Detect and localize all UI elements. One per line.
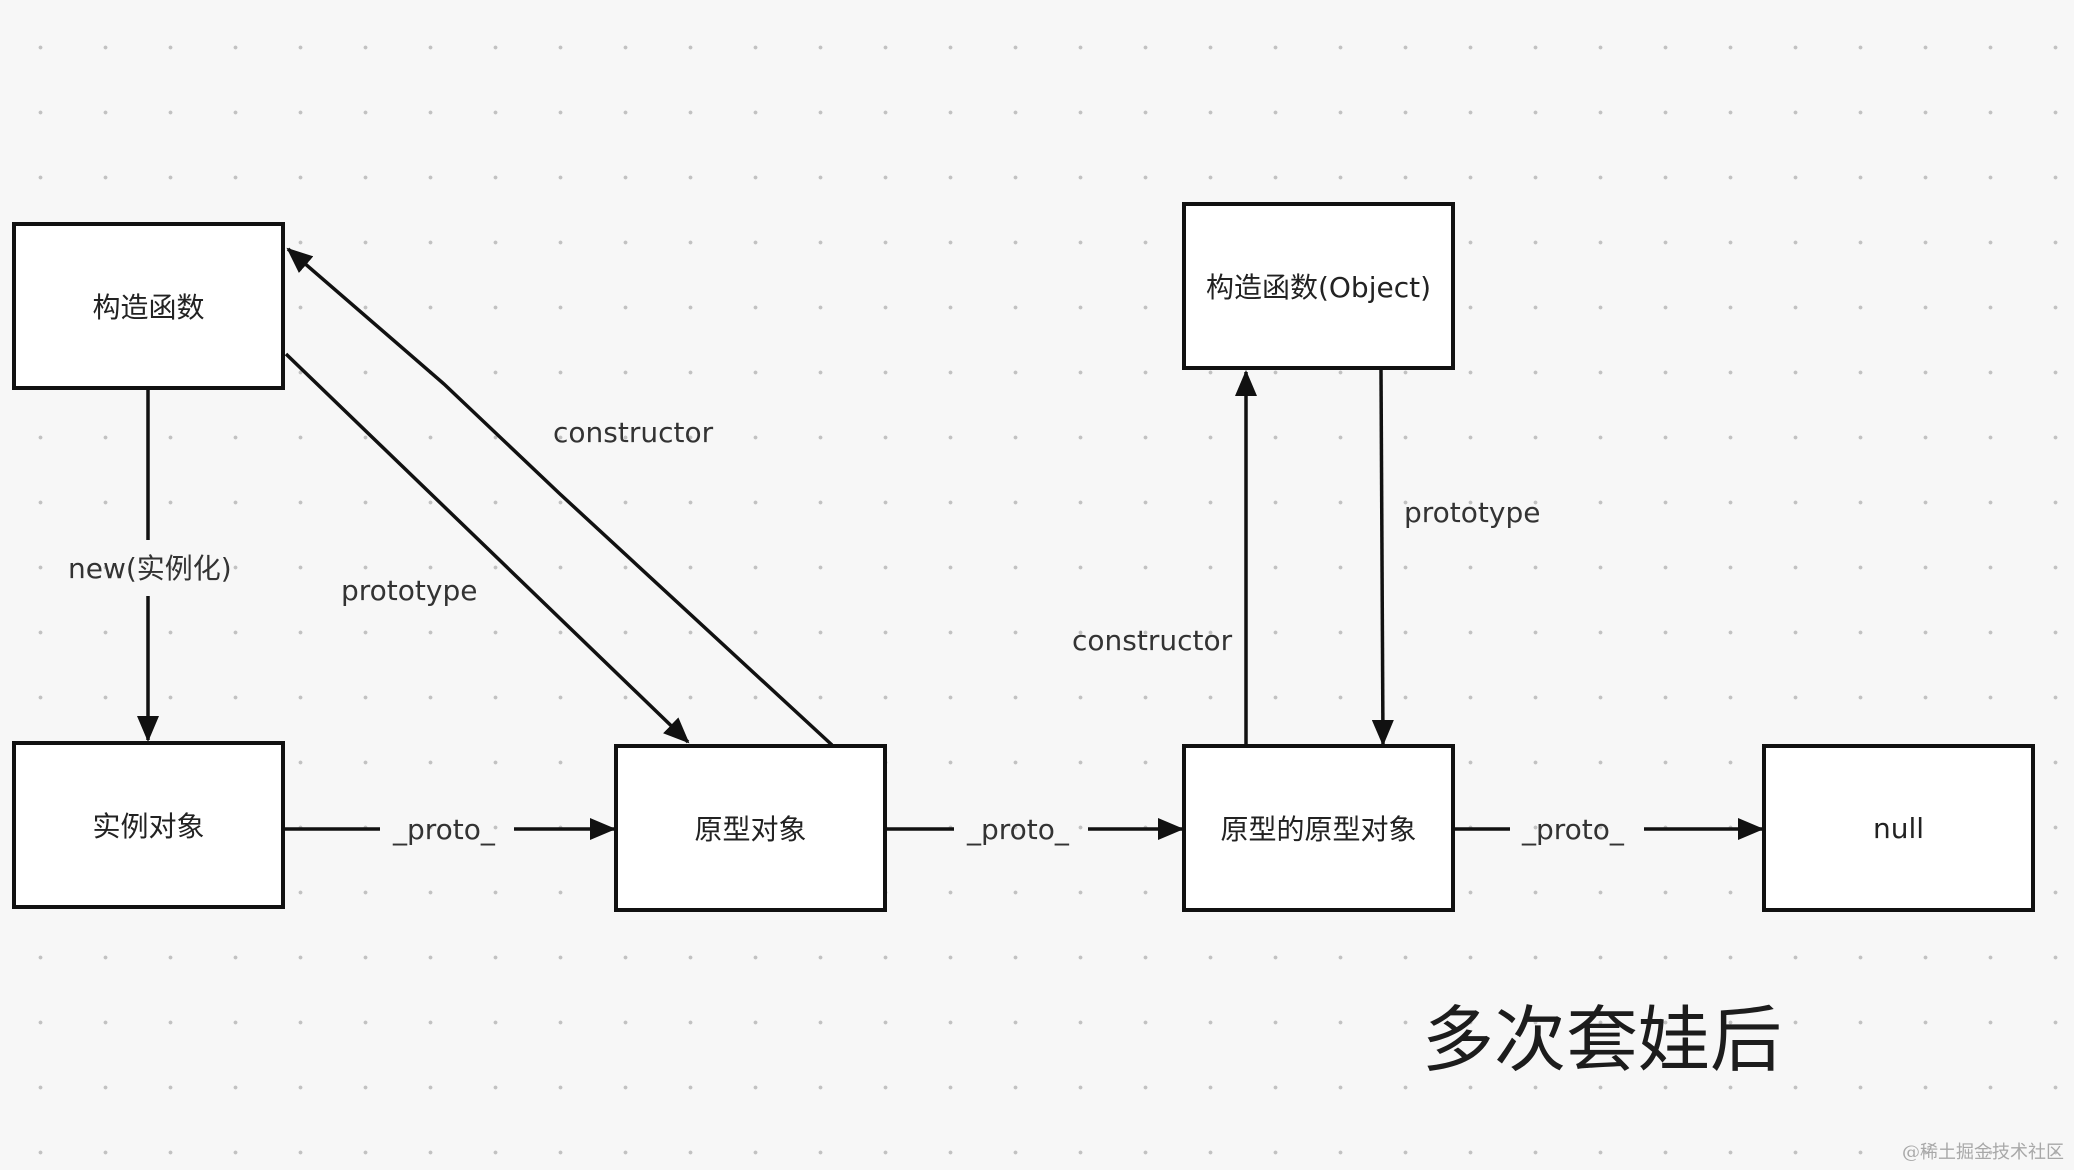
node-object-constructor-label: 构造函数(Object) bbox=[1205, 271, 1432, 304]
watermark: @稀土掘金技术社区 bbox=[1902, 1142, 2064, 1163]
node-instance-object-label: 实例对象 bbox=[92, 810, 205, 843]
node-prototype-of-prototype: 原型的原型对象 bbox=[1182, 744, 1455, 912]
node-null: null bbox=[1762, 744, 2035, 912]
edge-label-new: new(实例化) bbox=[68, 552, 232, 585]
prototype-arrow-left bbox=[284, 352, 690, 744]
edge-label-prototype-right: prototype bbox=[1404, 496, 1541, 529]
edge-label-proto-2: _proto_ bbox=[967, 813, 1069, 846]
edge-label-constructor-left: constructor bbox=[553, 416, 714, 449]
edge-label-proto-3: _proto_ bbox=[1522, 813, 1624, 846]
edge-label-constructor-right: constructor bbox=[1072, 624, 1233, 657]
edge-label-proto-1: _proto_ bbox=[393, 813, 495, 846]
constructor-arrow-left bbox=[286, 247, 834, 747]
node-null-label: null bbox=[1872, 811, 1925, 845]
edge-label-prototype-left: prototype bbox=[341, 574, 478, 607]
node-prototype-of-prototype-label: 原型的原型对象 bbox=[1220, 813, 1417, 846]
node-object-constructor: 构造函数(Object) bbox=[1182, 202, 1455, 370]
node-prototype-object-label: 原型对象 bbox=[694, 813, 807, 846]
diagram-caption: 多次套娃后 bbox=[1422, 998, 1783, 1082]
node-prototype-object: 原型对象 bbox=[614, 744, 887, 912]
prototype-arrow-right bbox=[1371, 369, 1394, 746]
node-constructor-function: 构造函数 bbox=[12, 222, 285, 390]
node-instance-object: 实例对象 bbox=[12, 741, 285, 909]
node-constructor-function-label: 构造函数 bbox=[92, 291, 205, 324]
